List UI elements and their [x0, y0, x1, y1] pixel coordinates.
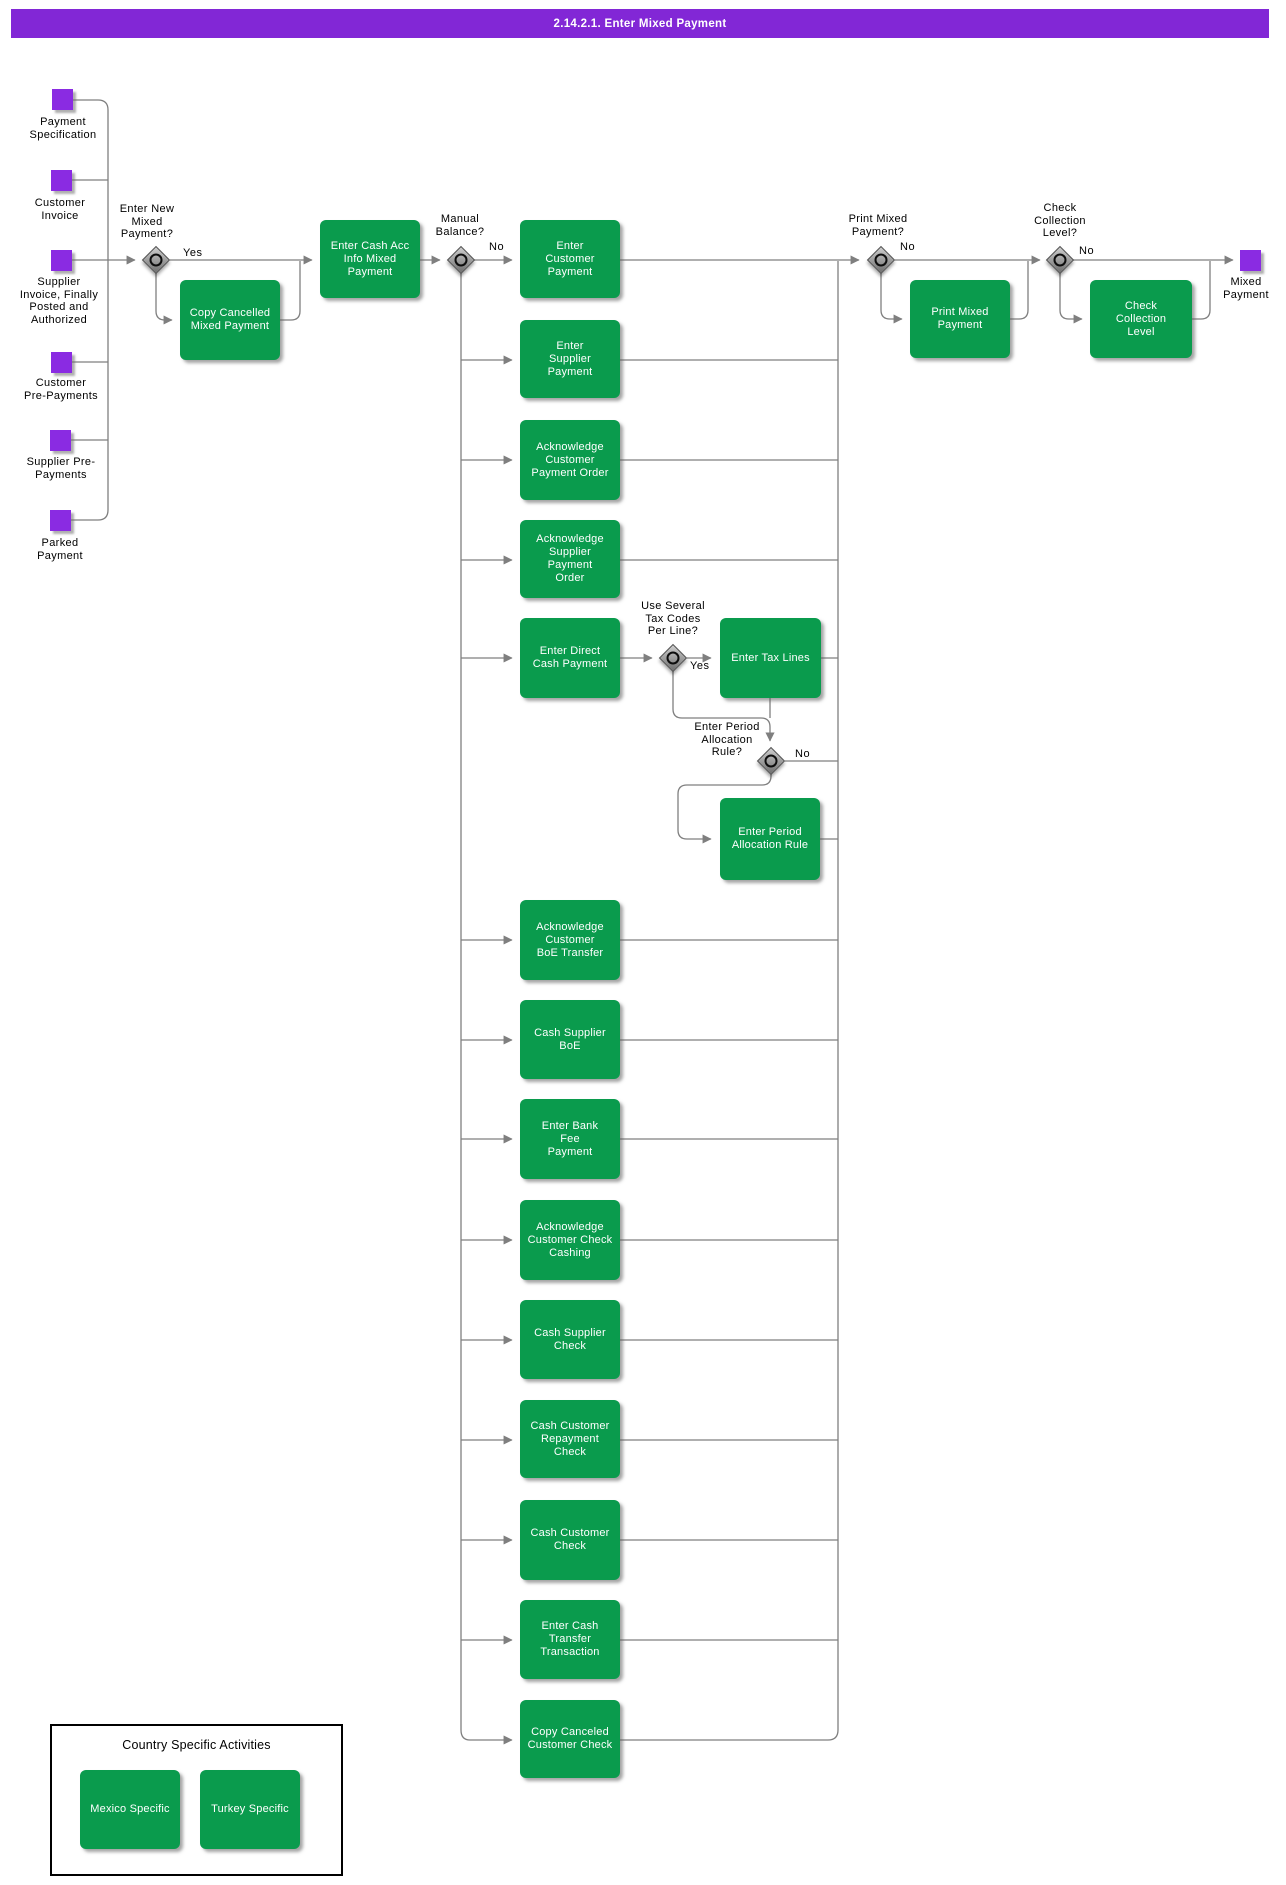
gateway-circle-icon [1053, 253, 1066, 266]
event-label: Supplier Pre- Payments [26, 456, 96, 481]
activity-acknowledge-customer-boe-transfer[interactable]: Acknowledge Customer BoE Transfer [520, 900, 620, 980]
gateway-circle-icon [764, 754, 777, 767]
event-label: Customer Invoice [34, 197, 86, 222]
activity-copy-canceled-customer-check[interactable]: Copy Canceled Customer Check [520, 1700, 620, 1778]
activity-cash-customer-repayment-check[interactable]: Cash Customer Repayment Check [520, 1400, 620, 1478]
gateway-label: Use Several Tax Codes Per Line? [641, 600, 705, 637]
event-supplier-invoice-finally-posted [51, 250, 72, 271]
event-label: Customer Pre-Payments [24, 377, 98, 402]
branch-label-no: No [1079, 245, 1095, 257]
activity-acknowledge-customer-payment-order[interactable]: Acknowledge Customer Payment Order [520, 420, 620, 500]
activity-enter-customer-payment[interactable]: Enter Customer Payment [520, 220, 620, 298]
gateway-label: Check Collection Level? [1034, 202, 1086, 239]
activity-cash-supplier-boe[interactable]: Cash Supplier BoE [520, 1000, 620, 1079]
event-mixed-payment [1240, 250, 1261, 271]
country-box-title: Country Specific Activities [122, 1738, 271, 1752]
activity-turkey-specific[interactable]: Turkey Specific [200, 1770, 300, 1849]
event-customer-invoice [51, 170, 72, 191]
gateway-circle-icon [454, 253, 467, 266]
activity-acknowledge-supplier-payment-order[interactable]: Acknowledge Supplier Payment Order [520, 520, 620, 598]
activity-copy-cancelled-mixed-payment[interactable]: Copy Cancelled Mixed Payment [180, 280, 280, 360]
event-label: Mixed Payment [1223, 276, 1269, 301]
activity-enter-cash-transfer-transaction[interactable]: Enter Cash Transfer Transaction [520, 1600, 620, 1679]
activity-enter-bank-fee-payment[interactable]: Enter Bank Fee Payment [520, 1099, 620, 1179]
gateway-label: Enter Period Allocation Rule? [694, 721, 760, 758]
activity-enter-supplier-payment[interactable]: Enter Supplier Payment [520, 320, 620, 398]
event-customer-pre-payments [51, 352, 72, 373]
event-label: Payment Specification [29, 116, 97, 141]
activity-enter-period-allocation-rule[interactable]: Enter Period Allocation Rule [720, 798, 820, 880]
branch-label-yes: Yes [690, 660, 710, 672]
activity-print-mixed-payment[interactable]: Print Mixed Payment [910, 280, 1010, 358]
gateway-circle-icon [666, 651, 679, 664]
gateway-label: Print Mixed Payment? [848, 213, 908, 238]
activity-mexico-specific[interactable]: Mexico Specific [80, 1770, 180, 1849]
gateway-circle-icon [149, 253, 162, 266]
flow-connector-group [71, 99, 1234, 1745]
branch-label-no: No [795, 748, 811, 760]
branch-label-no: No [489, 241, 505, 253]
gateway-enter-period-allocation-rule [756, 746, 786, 776]
branch-label-no: No [900, 241, 916, 253]
event-label: Supplier Invoice, Finally Posted and Aut… [19, 276, 99, 326]
activity-cash-supplier-check[interactable]: Cash Supplier Check [520, 1300, 620, 1379]
branch-label-yes: Yes [183, 247, 203, 259]
activity-cash-customer-check[interactable]: Cash Customer Check [520, 1500, 620, 1580]
diagram-title-bar: 2.14.2.1. Enter Mixed Payment [11, 9, 1269, 38]
gateway-enter-new-mixed-payment [141, 245, 171, 275]
gateway-label: Enter New Mixed Payment? [119, 203, 175, 240]
activity-enter-direct-cash-payment[interactable]: Enter Direct Cash Payment [520, 618, 620, 698]
activity-check-collection-level[interactable]: Check Collection Level [1090, 280, 1192, 358]
event-parked-payment [50, 510, 71, 531]
gateway-use-several-tax-codes [658, 643, 688, 673]
event-payment-specification [52, 89, 73, 110]
gateway-check-collection-level [1045, 245, 1075, 275]
gateway-circle-icon [874, 253, 887, 266]
gateway-label: Manual Balance? [435, 213, 485, 238]
event-supplier-pre-payments [50, 430, 71, 451]
gateway-print-mixed-payment [866, 245, 896, 275]
event-label: Parked Payment [37, 537, 83, 562]
activity-enter-cash-acc-info-mixed-payment[interactable]: Enter Cash Acc Info Mixed Payment [320, 220, 420, 298]
activity-enter-tax-lines[interactable]: Enter Tax Lines [720, 618, 821, 698]
activity-acknowledge-customer-check-cashing[interactable]: Acknowledge Customer Check Cashing [520, 1200, 620, 1280]
gateway-manual-balance [446, 245, 476, 275]
